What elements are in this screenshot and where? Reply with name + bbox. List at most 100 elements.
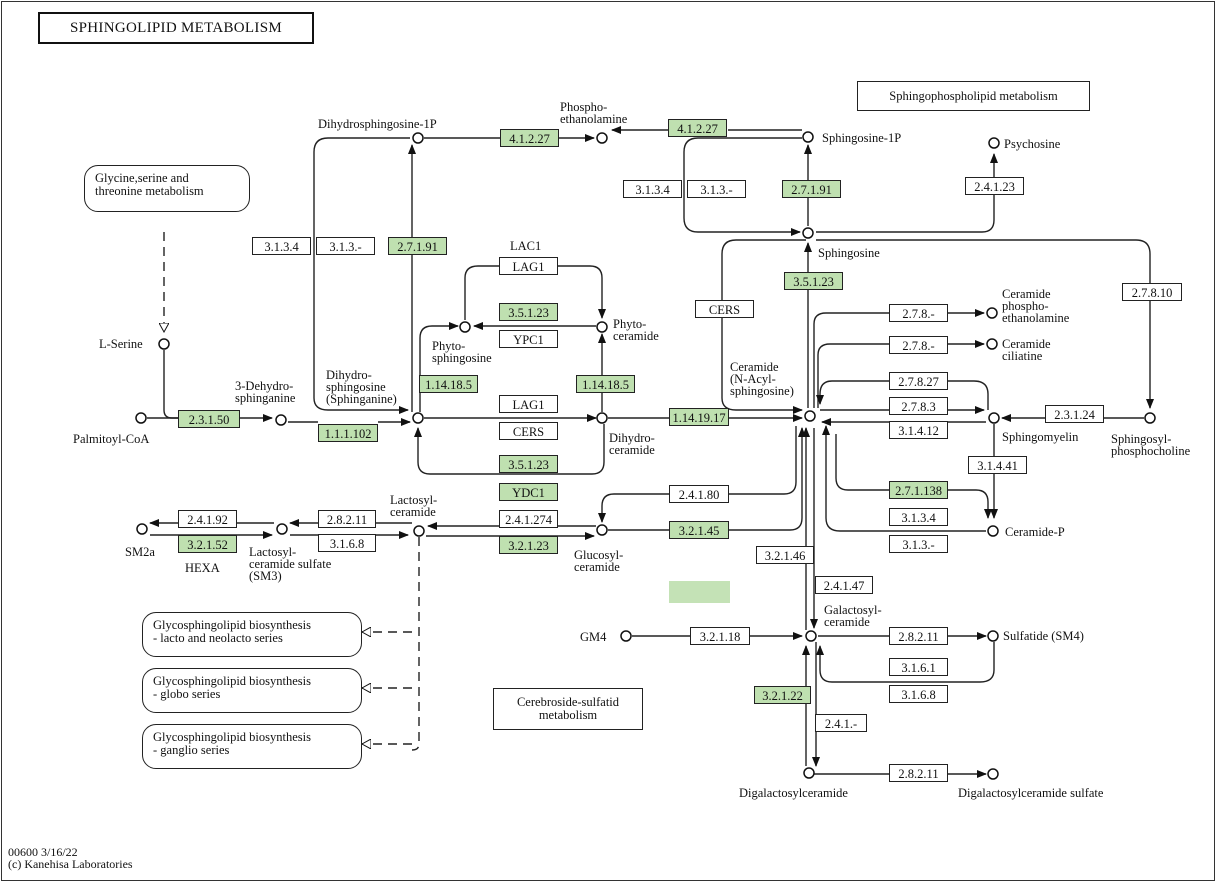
label-hexa: HEXA	[185, 561, 220, 575]
enzyme-3.1.3.-[interactable]: 3.1.3.-	[687, 180, 746, 198]
enzyme-2.7.8.3[interactable]: 2.7.8.3	[889, 397, 948, 415]
compound-psychosine[interactable]: Psychosine	[1004, 137, 1061, 151]
node-lserine	[158, 338, 170, 350]
edge-dihydro-phytosph	[419, 322, 459, 412]
enzyme-3.2.1.23[interactable]: 3.2.1.23	[499, 536, 558, 554]
enzyme-3.1.3.4[interactable]: 3.1.3.4	[252, 237, 311, 255]
enzyme-3.5.1.23[interactable]: 3.5.1.23	[784, 272, 843, 290]
enzyme-2.7.1.91[interactable]: 2.7.1.91	[388, 237, 447, 255]
enzyme-1.14.18.5[interactable]: 1.14.18.5	[419, 375, 478, 393]
compound-gm4[interactable]: GM4	[580, 630, 607, 644]
node-dhs1p	[412, 132, 424, 144]
node-dehydro	[275, 414, 287, 426]
enzyme-2.7.1.91[interactable]: 2.7.1.91	[782, 180, 841, 198]
pathway-glycine-serine-threonine[interactable]: Glycine,serine and threonine metabolism	[84, 165, 250, 212]
enzyme-lag1[interactable]: LAG1	[499, 395, 558, 413]
enzyme-1.1.1.102[interactable]: 1.1.1.102	[318, 424, 378, 442]
compound-lactosylceramide-sulfate[interactable]: Lactosyl- ceramide sulfate (SM3)	[249, 545, 332, 583]
edge-s1p-sphingosine	[683, 137, 802, 236]
compound-lactosylceramide[interactable]: Lactosyl- ceramide	[390, 493, 438, 519]
enzyme-3.1.4.12[interactable]: 3.1.4.12	[889, 421, 948, 439]
enzyme-2.3.1.50[interactable]: 2.3.1.50	[178, 410, 240, 428]
enzyme-2.8.2.11[interactable]: 2.8.2.11	[318, 510, 376, 528]
enzyme-4.1.2.27[interactable]: 4.1.2.27	[500, 129, 559, 147]
compound-lserine[interactable]: L-Serine	[99, 337, 143, 351]
enzyme-2.8.2.11[interactable]: 2.8.2.11	[889, 627, 948, 645]
pathway-glycosphingolipid-globo[interactable]: Glycosphingolipid biosynthesis - globo s…	[142, 668, 362, 713]
enzyme-3.2.1.22[interactable]: 3.2.1.22	[754, 686, 811, 704]
enzyme-2.7.8.27[interactable]: 2.7.8.27	[889, 372, 948, 390]
compound-sphingosylphosphocholine[interactable]: Sphingosyl- phosphocholine	[1111, 432, 1191, 458]
enzyme-1.14.19.17[interactable]: 1.14.19.17	[669, 408, 729, 426]
pathway-cerebroside-sulfatide[interactable]: Cerebroside-sulfatid metabolism	[493, 688, 643, 730]
enzyme-3.1.3.4[interactable]: 3.1.3.4	[889, 508, 948, 526]
enzyme-2.4.1.80[interactable]: 2.4.1.80	[669, 485, 729, 503]
enzyme-2.4.1.92[interactable]: 2.4.1.92	[178, 510, 237, 528]
enzyme-ypc1[interactable]: YPC1	[499, 330, 558, 348]
edge-cers	[721, 239, 806, 414]
compound-dihydroceramide[interactable]: Dihydro- ceramide	[609, 431, 655, 457]
enzyme-2.4.1.47[interactable]: 2.4.1.47	[815, 576, 873, 594]
edge-lactocer-dashed	[411, 537, 420, 751]
enzyme-3.1.4.41[interactable]: 3.1.4.41	[968, 456, 1027, 474]
enzyme-3.2.1.18[interactable]: 3.2.1.18	[690, 627, 750, 645]
pathway-glycosphingolipid-lacto[interactable]: Glycosphingolipid biosynthesis - lacto a…	[142, 612, 362, 657]
compound-nodes	[135, 131, 1156, 780]
node-sm2a	[136, 523, 148, 535]
pathway-sphingophospholipid[interactable]: Sphingophospholipid metabolism	[857, 81, 1090, 111]
enzyme-3.2.1.52[interactable]: 3.2.1.52	[178, 535, 237, 553]
node-phytosph	[459, 321, 471, 333]
edge-cer-cpe	[813, 309, 985, 408]
compound-ceramide-phosphoethanolamine[interactable]: Ceramide phospho- ethanolamine	[1002, 287, 1070, 325]
enzyme-cers[interactable]: CERS	[499, 422, 558, 440]
node-sphingosine	[802, 227, 814, 239]
enzyme-3.1.3.4[interactable]: 3.1.3.4	[623, 180, 682, 198]
compound-glucosylceramide[interactable]: Glucosyl- ceramide	[574, 548, 624, 574]
edge-dihydrocer-dihydro	[414, 424, 605, 475]
pathway-glycosphingolipid-ganglio[interactable]: Glycosphingolipid biosynthesis - ganglio…	[142, 724, 362, 769]
enzyme-3.1.6.1[interactable]: 3.1.6.1	[889, 658, 948, 676]
compound-digalactosylceramide-sulfate[interactable]: Digalactosylceramide sulfate	[958, 786, 1104, 800]
compound-sphingomyelin[interactable]: Sphingomyelin	[1002, 430, 1079, 444]
compound-digalactosylceramide[interactable]: Digalactosylceramide	[739, 786, 848, 800]
enzyme-3.5.1.23[interactable]: 3.5.1.23	[499, 303, 558, 321]
compound-dihydrosphingosine-1p[interactable]: Dihydrosphingosine-1P	[318, 117, 437, 131]
enzyme-4.1.2.27[interactable]: 4.1.2.27	[668, 119, 727, 137]
enzyme-2.7.8.10[interactable]: 2.7.8.10	[1122, 283, 1182, 301]
compound-palmitoyl-coa[interactable]: Palmitoyl-CoA	[73, 432, 150, 446]
enzyme-3.1.3.-[interactable]: 3.1.3.-	[316, 237, 375, 255]
enzyme-cers[interactable]: CERS	[695, 300, 754, 318]
node-psychosine	[988, 137, 1000, 149]
compound-phytosphingosine[interactable]: Phyto- sphingosine	[432, 339, 492, 365]
compound-sphinganine[interactable]: Dihydro- sphingosine (Sphinganine)	[326, 368, 397, 406]
compound-ceramide[interactable]: Ceramide (N-Acyl- sphingosine)	[730, 360, 794, 398]
enzyme-3.5.1.23[interactable]: 3.5.1.23	[499, 455, 558, 473]
compound-phytoceramide[interactable]: Phyto- ceramide	[613, 317, 659, 343]
enzyme-2.7.8.-[interactable]: 2.7.8.-	[889, 304, 948, 322]
enzyme-2.4.1.-[interactable]: 2.4.1.-	[815, 714, 867, 732]
enzyme-2.4.1.23[interactable]: 2.4.1.23	[965, 177, 1024, 195]
enzyme-2.8.2.11[interactable]: 2.8.2.11	[889, 764, 948, 782]
enzyme-1.14.18.5[interactable]: 1.14.18.5	[576, 375, 635, 393]
compound-sm2a[interactable]: SM2a	[125, 545, 155, 559]
enzyme-2.7.8.-[interactable]: 2.7.8.-	[889, 336, 948, 354]
enzyme-3.1.3.-[interactable]: 3.1.3.-	[889, 535, 948, 553]
compound-phosphoethanolamine[interactable]: Phospho- ethanolamine	[560, 100, 628, 126]
compound-sphingosine[interactable]: Sphingosine	[818, 246, 880, 260]
compound-3-dehydrosphinganine[interactable]: 3-Dehydro- sphinganine	[235, 379, 296, 405]
enzyme-3.1.6.8[interactable]: 3.1.6.8	[318, 534, 376, 552]
enzyme-2.7.1.138[interactable]: 2.7.1.138	[889, 481, 948, 499]
enzyme-ydc1[interactable]: YDC1	[499, 483, 558, 501]
enzyme-3.2.1.45[interactable]: 3.2.1.45	[669, 521, 729, 539]
compound-sphingosine-1p[interactable]: Sphingosine-1P	[822, 131, 902, 145]
compound-ceramide-p[interactable]: Ceramide-P	[1005, 525, 1065, 539]
compound-galactosylceramide[interactable]: Galactosyl- ceramide	[824, 603, 882, 629]
enzyme-2.3.1.24[interactable]: 2.3.1.24	[1045, 405, 1104, 423]
enzyme-3.1.6.8[interactable]: 3.1.6.8	[889, 685, 948, 703]
compound-ceramide-ciliatine[interactable]: Ceramide ciliatine	[1002, 337, 1051, 363]
enzyme-3.2.1.46[interactable]: 3.2.1.46	[756, 546, 814, 564]
node-sulfatide	[987, 630, 999, 642]
enzyme-2.4.1.274[interactable]: 2.4.1.274	[499, 510, 558, 528]
compound-sulfatide[interactable]: Sulfatide (SM4)	[1003, 629, 1084, 643]
enzyme-lag1[interactable]: LAG1	[499, 257, 558, 275]
